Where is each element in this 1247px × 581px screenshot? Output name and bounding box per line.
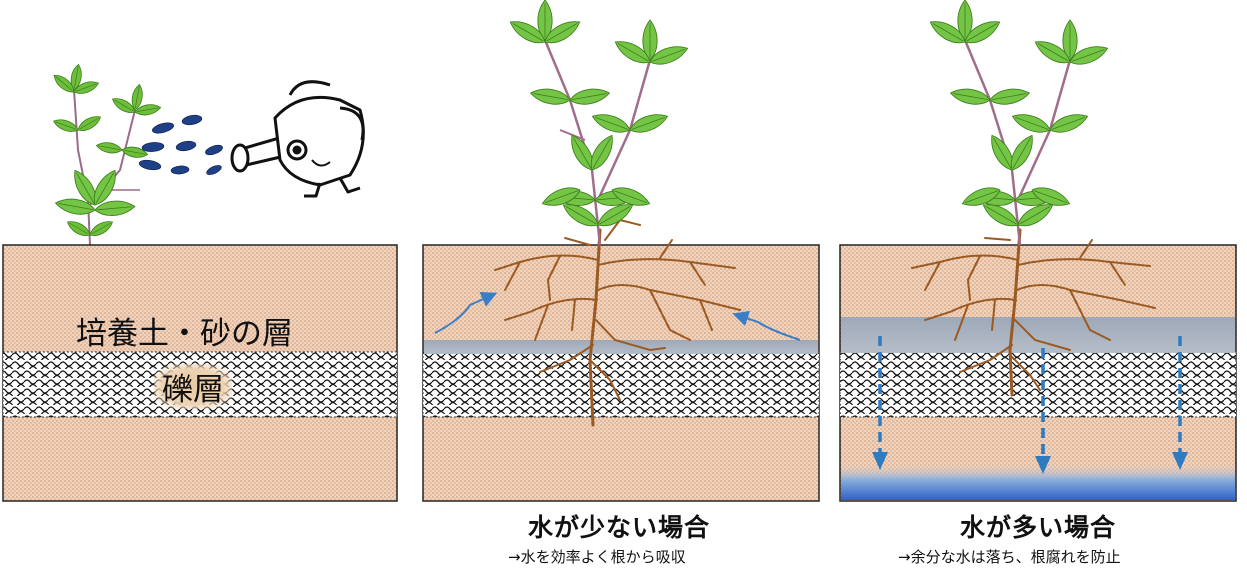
panel-little-water	[422, 0, 820, 502]
water-pool	[841, 462, 1235, 500]
drain-arrowheads	[872, 452, 1188, 474]
water-band	[841, 317, 1235, 353]
soil-layer-label: 培養土・砂の層	[76, 316, 293, 352]
plant-icon	[50, 63, 162, 246]
drain-arrows	[878, 336, 1182, 462]
root-system-icon	[494, 218, 741, 427]
little-water-subtitle: →水を効率よく根から吸収	[508, 548, 686, 566]
water-band	[424, 340, 818, 354]
plant-icon	[926, 0, 1111, 246]
plant-icon	[506, 0, 691, 246]
watering-can-icon	[230, 80, 365, 198]
absorption-arrows	[434, 291, 801, 341]
root-system-icon	[911, 228, 1156, 397]
gravel-layer-label: 礫層	[154, 364, 232, 409]
much-water-title: 水が多い場合	[960, 513, 1117, 542]
little-water-title: 水が少ない場合	[528, 513, 711, 542]
much-water-subtitle: →余分な水は落ち、根腐れを防止	[898, 548, 1121, 566]
water-drop-icon	[138, 114, 223, 175]
panel-structure	[2, 63, 398, 502]
panel-much-water	[839, 0, 1237, 502]
